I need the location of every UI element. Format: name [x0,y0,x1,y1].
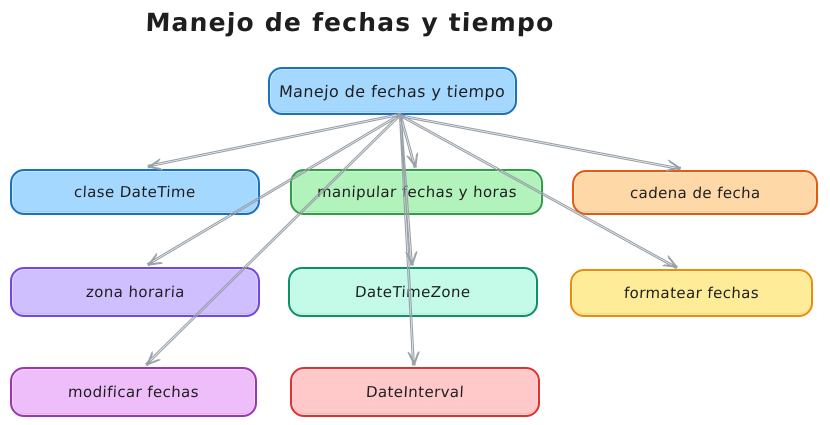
node-label: DateInterval [365,383,465,401]
diagram-title: Manejo de fechas y tiempo [144,8,556,37]
node-clase-datetime[interactable]: clase DateTime [10,169,260,215]
node-label: modificar fechas [67,383,200,401]
node-label: Manejo de fechas y tiempo [278,81,507,101]
node-formatear-fechas[interactable]: formatear fechas [570,269,813,317]
node-label: cadena de fecha [629,183,761,202]
node-label: manipular fechas y horas [316,183,517,201]
node-label: clase DateTime [73,183,197,201]
node-dateinterval[interactable]: DateInterval [290,367,540,417]
node-label: DateTimeZone [354,283,472,301]
node-zona-horaria[interactable]: zona horaria [10,267,260,317]
node-manipular-fechas-y-horas[interactable]: manipular fechas y horas [290,169,543,215]
node-cadena-de-fecha[interactable]: cadena de fecha [572,170,818,215]
node-label: zona horaria [85,283,185,301]
node-label: formatear fechas [623,284,760,302]
node-datetimezone[interactable]: DateTimeZone [288,267,538,317]
node-root[interactable]: Manejo de fechas y tiempo [268,67,517,115]
node-modificar-fechas[interactable]: modificar fechas [10,367,257,417]
